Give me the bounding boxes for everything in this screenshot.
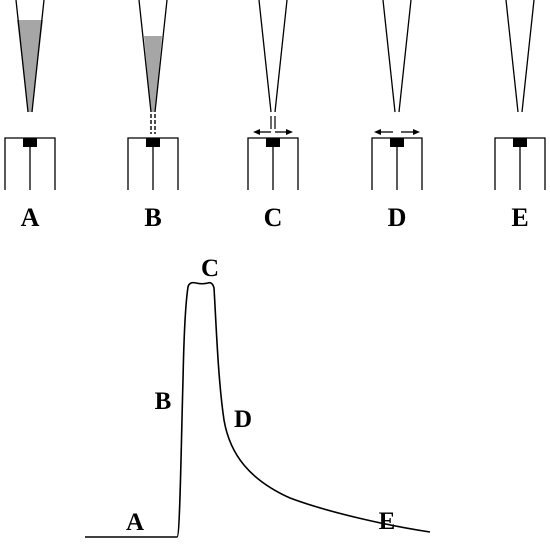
pipette-tip-icon: [138, 0, 168, 113]
stage-label: B: [144, 203, 161, 232]
curve-label-a: A: [126, 509, 144, 536]
pipette-tip-icon: [382, 0, 412, 113]
stage-label: C: [264, 203, 283, 232]
sensor-well-icon: [371, 137, 423, 190]
curve-label-d: D: [234, 406, 252, 433]
curve-label-e: E: [379, 508, 396, 535]
stage-label: D: [388, 203, 407, 232]
sensor-well-icon: [127, 137, 179, 190]
sensor-element: [23, 138, 37, 147]
stage-a: A: [4, 0, 56, 232]
sensor-element: [146, 138, 160, 147]
outward-spread-arrows-icon: [374, 129, 420, 135]
sensor-element: [513, 138, 527, 147]
stage-c: C: [247, 0, 299, 232]
sensor-well-icon: [4, 137, 56, 190]
stage-label: E: [511, 203, 528, 232]
pipette-fluid: [17, 20, 43, 112]
sensor-well-icon: [247, 137, 299, 190]
signal-curve: [85, 281, 431, 538]
sensor-element: [390, 138, 404, 147]
sensor-well-icon: [494, 137, 546, 190]
stage-d: D: [371, 0, 423, 232]
sensor-element: [266, 138, 280, 147]
curve-label-c: C: [201, 255, 219, 282]
impact-spread-arrows-icon: [253, 116, 293, 135]
stage-label: A: [21, 203, 40, 232]
fluid-flow-dashes-icon: [150, 114, 156, 134]
pipette-tip-icon: [258, 0, 288, 113]
stage-b: B: [127, 0, 179, 232]
curve-label-b: B: [155, 388, 172, 415]
pipette-tip-icon: [505, 0, 535, 113]
pipette-tip-icon: [15, 0, 45, 113]
pipette-fluid: [144, 36, 162, 112]
stage-e: E: [494, 0, 546, 232]
